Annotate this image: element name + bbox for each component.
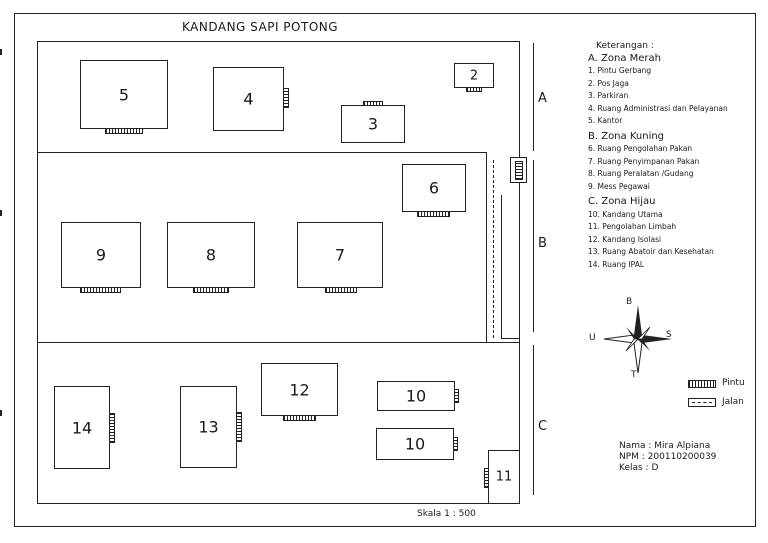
building-10-kandang-utama-1: 10 (377, 381, 455, 411)
door-3 (363, 101, 383, 106)
door-11 (484, 468, 489, 488)
gate-1 (510, 157, 527, 183)
compass-west: U (589, 333, 596, 343)
student-name: Nama : Mira Alpiana (619, 441, 711, 451)
student-npm: NPM : 200110200039 (619, 452, 717, 462)
plan-title: KANDANG SAPI POTONG (182, 20, 339, 34)
legend-item: 3. Parkiran (588, 91, 629, 100)
legend: Keterangan : A. Zona Merah 1. Pintu Gerb… (588, 40, 728, 271)
building-8-gudang: 8 (167, 222, 255, 288)
compass-south: T (631, 370, 637, 380)
door-10b (453, 437, 458, 451)
door-14 (109, 413, 115, 443)
building-6-pengolahan-pakan: 6 (402, 164, 466, 212)
compass-east: S (666, 330, 672, 340)
gate-door (515, 161, 523, 180)
binder-mark (0, 49, 2, 55)
door-symbol-icon (688, 380, 716, 388)
binder-mark (0, 210, 2, 216)
door-symbol-label: Pintu (722, 378, 745, 388)
legend-item: 8. Ruang Peralatan /Gudang (588, 169, 694, 178)
road-symbol-dash (692, 402, 712, 403)
legend-item: 11. Pengolahan Limbah (588, 222, 677, 231)
legend-item: 2. Pos Jaga (588, 78, 629, 88)
building-13-abatoir: 13 (180, 386, 237, 468)
legend-heading: Keterangan : (596, 41, 654, 51)
road-edge (501, 195, 502, 338)
zone-divider-b-c (37, 342, 520, 343)
scale-label: Skala 1 : 500 (417, 509, 476, 519)
building-10-kandang-utama-2: 10 (376, 428, 454, 460)
legend-item: 6. Ruang Pengolahan Pakan (588, 144, 693, 153)
legend-item: 5. Kantor (588, 116, 623, 125)
legend-zone-a: A. Zona Merah (588, 52, 661, 64)
legend-item: 7. Ruang Penyimpanan Pakan (588, 156, 700, 166)
zone-a-bracket (533, 43, 534, 151)
site-boundary (37, 41, 520, 504)
zone-divider-a-b (37, 152, 486, 153)
building-2-pos-jaga: 2 (454, 63, 494, 88)
building-12-kandang-isolasi: 12 (261, 363, 338, 416)
door-7 (325, 287, 357, 293)
door-12 (283, 415, 316, 421)
zone-b-right-edge (486, 152, 487, 342)
legend-zone-c: C. Zona Hijau (588, 196, 656, 207)
building-7-penyimpanan-pakan: 7 (297, 222, 383, 288)
door-13 (236, 412, 242, 442)
legend-item: 4. Ruang Administrasi dan Pelayanan (588, 103, 728, 113)
building-5-kantor: 5 (80, 60, 168, 129)
compass-north: B (626, 297, 633, 307)
zone-b-bracket (533, 160, 534, 332)
legend-item: 9. Mess Pegawai (588, 181, 650, 191)
door-8 (193, 287, 229, 293)
zone-b-label: B (538, 236, 547, 251)
building-14-ipal: 14 (54, 386, 110, 469)
building-11-pengolahan-limbah: 11 (488, 450, 520, 504)
student-identity: Nama : Mira Alpiana NPM : 200110200039 K… (619, 441, 716, 474)
zone-c-bracket (533, 345, 534, 495)
legend-item: 10. Kandang Utama (588, 209, 663, 219)
door-10a (454, 389, 459, 403)
building-3-parkiran: 3 (341, 105, 405, 143)
legend-item: 1. Pintu Gerbang (588, 66, 652, 75)
road-symbol-icon (688, 398, 716, 407)
door-5 (105, 128, 143, 134)
zone-a-label: A (538, 91, 547, 106)
legend-zone-b: B. Zona Kuning (588, 130, 665, 142)
binder-mark (0, 410, 2, 416)
building-9-mess: 9 (61, 222, 141, 288)
internal-road (493, 160, 494, 338)
road-symbol-label: Jalan (722, 397, 744, 407)
student-class: Kelas : D (619, 463, 659, 473)
building-4-administrasi: 4 (213, 67, 284, 131)
zone-c-label: C (538, 419, 548, 434)
legend-item: 13. Ruang Abatoir dan Kesehatan (588, 247, 714, 256)
door-2 (466, 87, 482, 92)
compass-rose-icon (603, 305, 672, 374)
road-end (501, 338, 520, 339)
legend-item: 12. Kandang Isolasi (588, 234, 662, 244)
door-9 (80, 287, 121, 293)
legend-item: 14. Ruang IPAL (588, 259, 644, 269)
door-6 (417, 211, 450, 217)
door-4 (283, 88, 289, 108)
